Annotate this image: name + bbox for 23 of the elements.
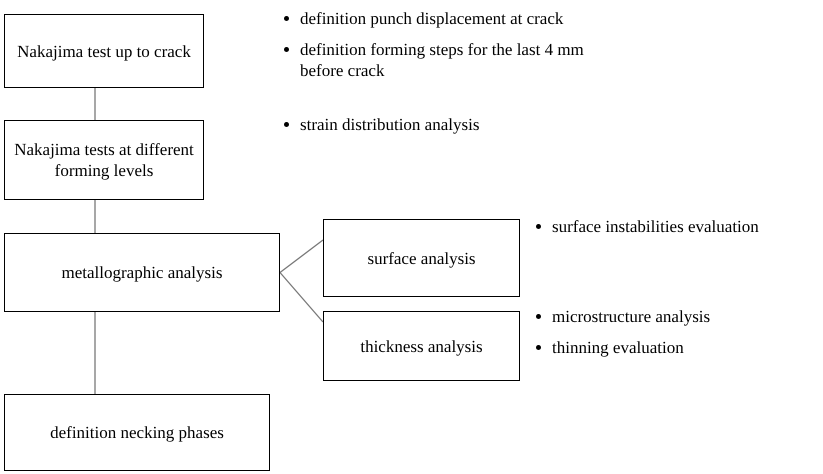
bullet-text: strain distribution analysis [300,114,480,135]
process-box [4,394,270,471]
connector-line [280,272,324,322]
process-box [4,120,204,200]
connector-line [94,88,96,120]
bullet-text: thinning evaluation [552,337,684,358]
connector-line [94,312,96,394]
connector-line [94,200,96,233]
process-box [4,233,280,312]
box-label: thickness analysis [360,336,483,356]
box-label: metallographic analysis [62,262,222,283]
box-label: Nakajima tests at different forming levels [13,139,195,181]
box-label: surface analysis [367,248,476,268]
process-box [4,14,204,88]
bullet-text: definition forming steps for the last 4 mm before crack [300,39,584,81]
bullet-text: microstructure analysis [552,306,710,327]
box-label: definition necking phases [50,422,224,443]
box-label: Nakajima test up to crack [17,40,191,62]
connector-line [280,239,324,274]
process-box [323,311,520,381]
bullet-text: surface instabilities evaluation [552,216,759,237]
bullet-text: definition punch displacement at crack [300,8,564,29]
process-box [323,219,520,297]
